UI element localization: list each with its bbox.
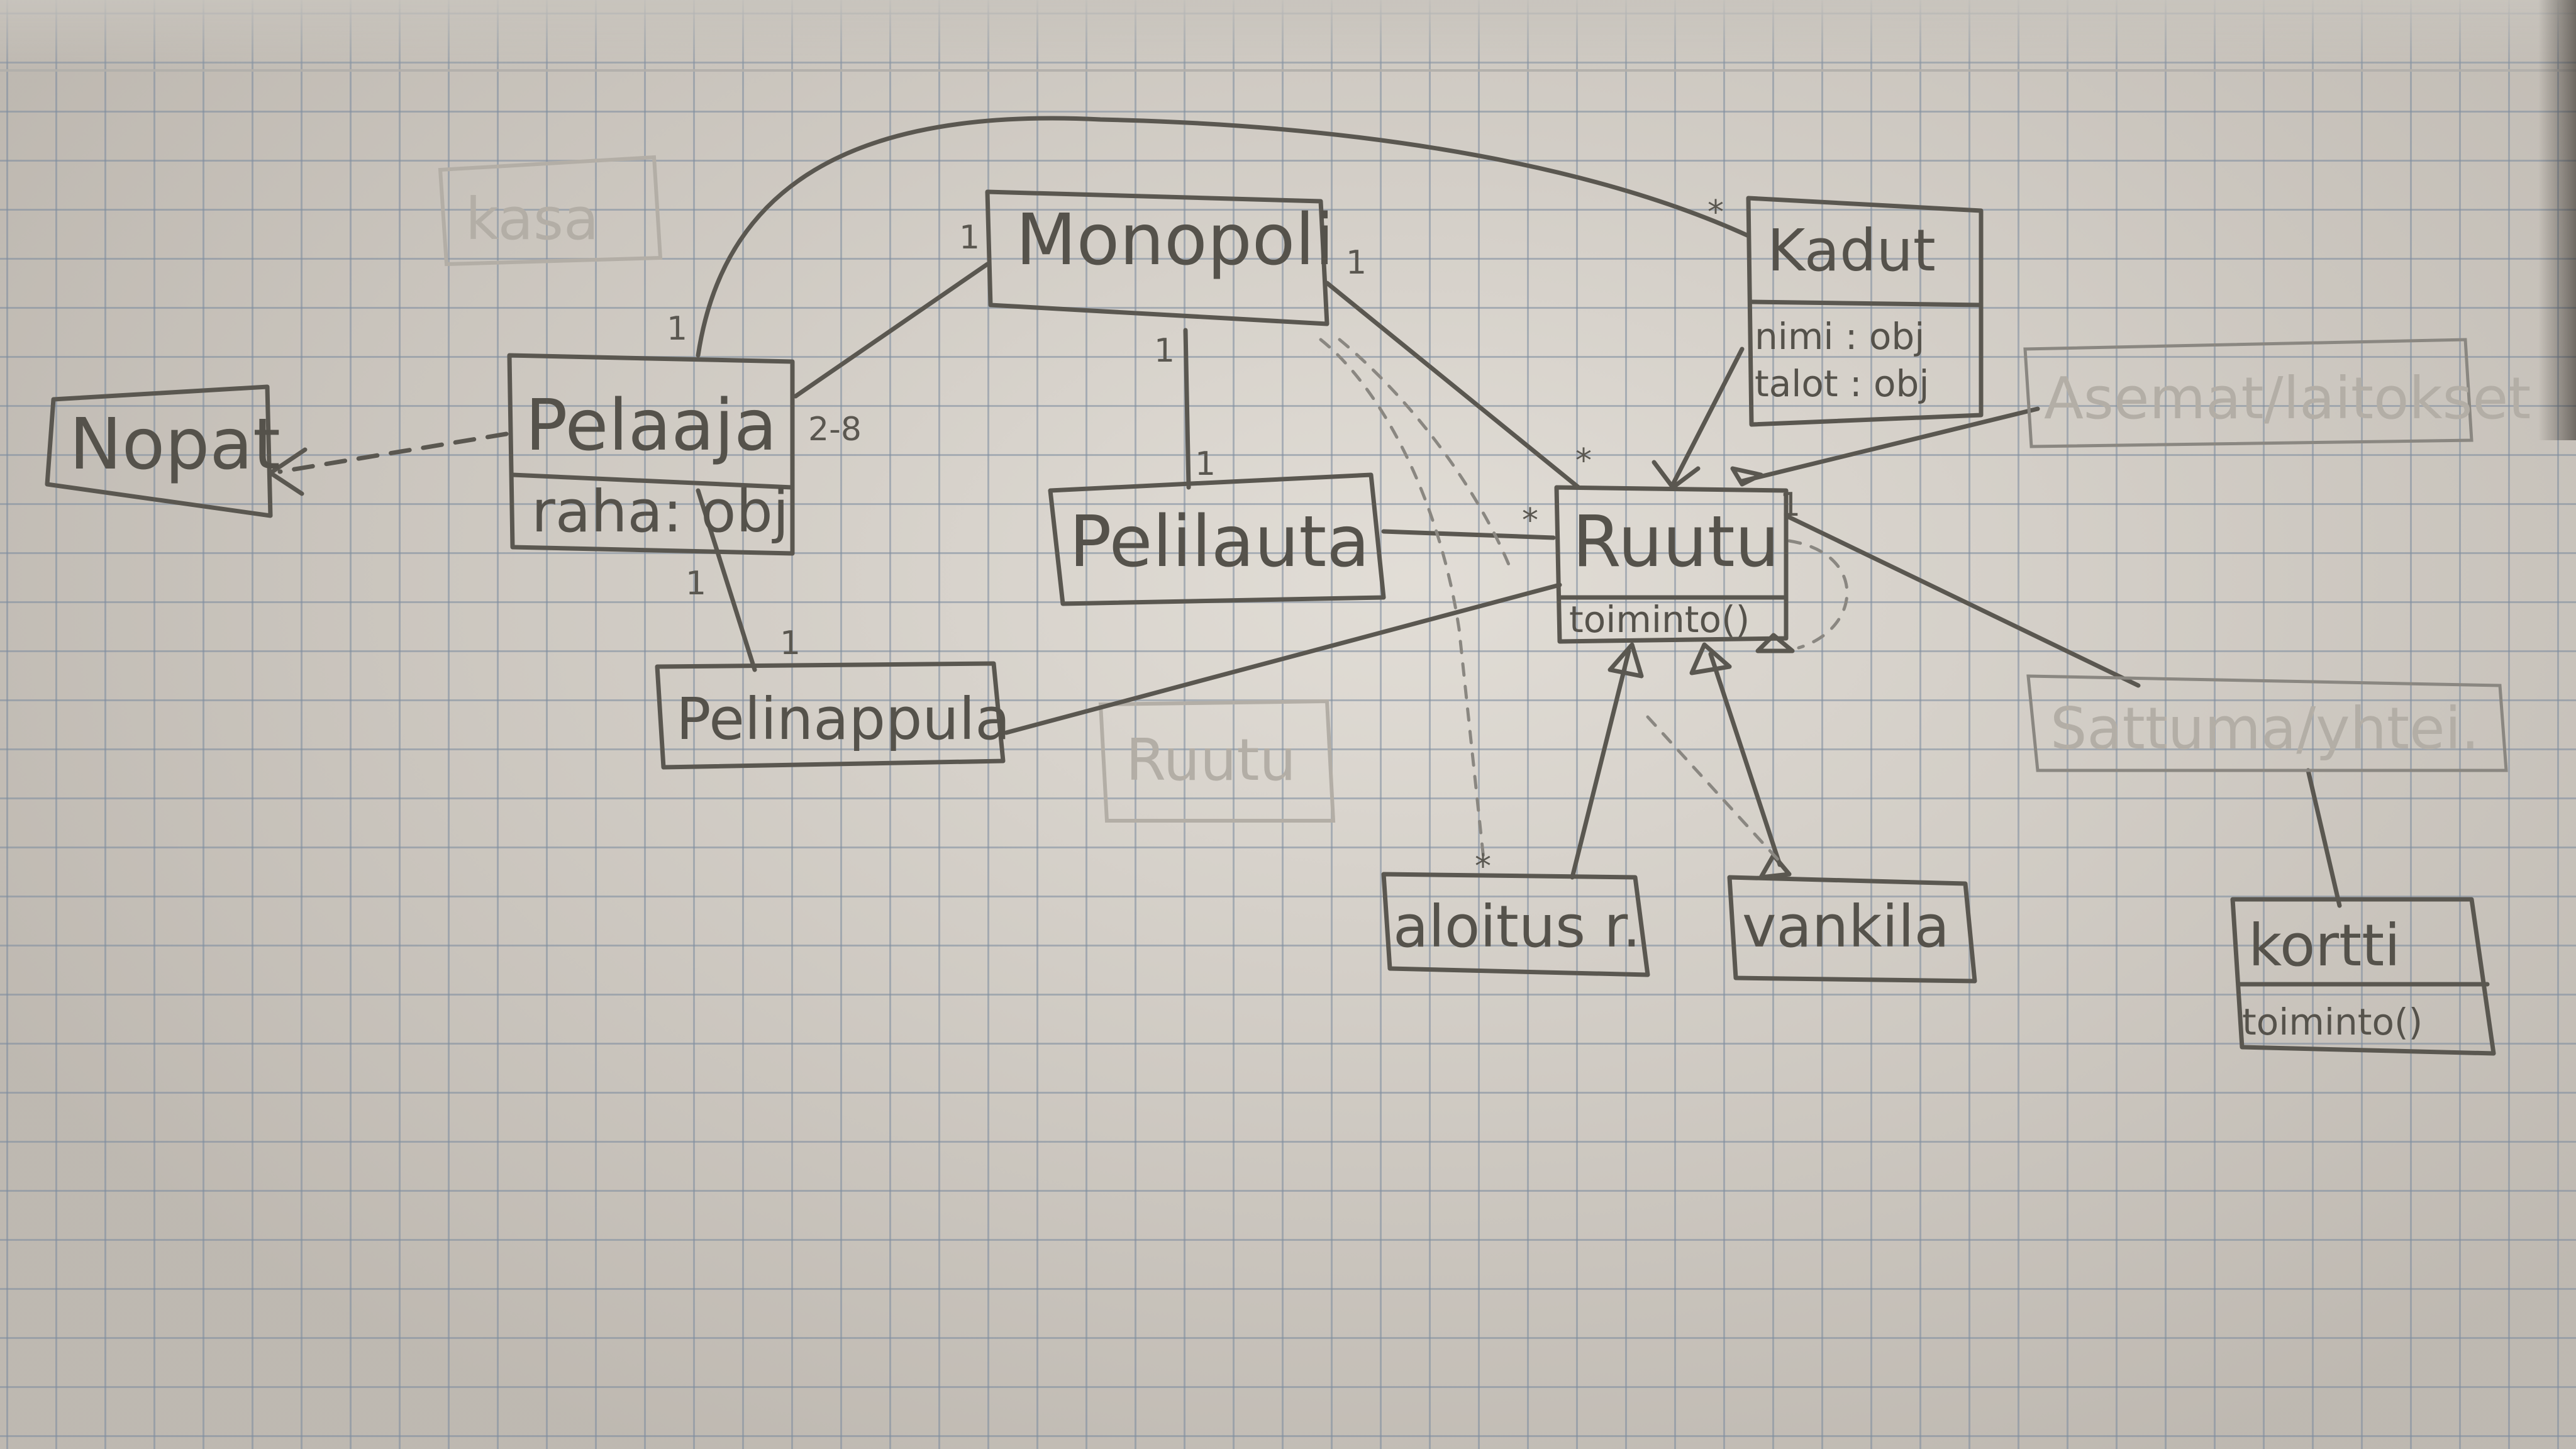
class-kadut-attr1: nimi : obj bbox=[1755, 315, 1924, 358]
mult-monopoli-left: 1 bbox=[959, 219, 980, 257]
self-loop-arrow bbox=[1755, 633, 1795, 653]
class-pelilauta: Pelilauta bbox=[1048, 472, 1386, 606]
erased-ruutu-label: Ruutu bbox=[1126, 726, 1296, 794]
paper-edge-shadow bbox=[2538, 0, 2576, 440]
mult-monopoli-right: 1 bbox=[1346, 244, 1367, 282]
line-aloitus-ruutu bbox=[1570, 648, 1631, 880]
line-asemat-ruutu bbox=[1740, 406, 2040, 484]
arc-pelaaja-kadut bbox=[696, 116, 1751, 358]
line-ruutu-sattuma bbox=[1784, 513, 2141, 688]
class-sattuma-name: Sattuma/yhtei. bbox=[2050, 695, 2479, 762]
line-kadut-ruutu bbox=[1670, 347, 1745, 487]
mult-pelaaja-right: 2-8 bbox=[808, 411, 862, 448]
class-monopoli: Monopoli bbox=[985, 189, 1335, 326]
dep-monopoli-ruutu bbox=[1338, 338, 1511, 568]
line-vankila-ruutu bbox=[1708, 652, 1782, 867]
multiplicity-labels: 1 1 1 1 2-8 1 1 1 * * 1 * * bbox=[667, 194, 1801, 886]
class-kortti-method: toiminto() bbox=[2242, 1001, 2423, 1043]
class-aloitus-name: aloitus r. bbox=[1393, 893, 1641, 960]
class-kortti-name: kortti bbox=[2248, 912, 2401, 979]
class-ruutu-method: toiminto() bbox=[1569, 598, 1750, 641]
class-pelilauta-name: Pelilauta bbox=[1069, 501, 1370, 583]
class-asemat-name: Asemat/laitokset bbox=[2044, 365, 2531, 432]
class-kadut-attr2: talot : obj bbox=[1755, 362, 1929, 405]
arrowhead-asemat bbox=[1730, 466, 1763, 487]
line-pelaaja-pelinappula bbox=[696, 488, 757, 672]
mult-pelaaja-bottom: 1 bbox=[686, 565, 706, 602]
associations bbox=[696, 116, 2342, 908]
class-kadut-name: Kadut bbox=[1767, 217, 1936, 284]
class-pelaaja: Pelaaja raha: obj bbox=[507, 353, 795, 556]
arrowhead-vankila bbox=[1689, 642, 1732, 675]
line-sattuma-kortti bbox=[2306, 768, 2342, 908]
dep-monopoli-aloitus bbox=[1319, 338, 1486, 867]
self-loop-ruutu bbox=[1787, 539, 1849, 650]
class-ruutu: Ruutu toiminto() bbox=[1554, 485, 1789, 644]
class-aloitus: aloitus r. bbox=[1381, 872, 1650, 977]
class-pelaaja-name: Pelaaja bbox=[525, 385, 777, 467]
class-sattuma: Sattuma/yhtei. bbox=[2026, 674, 2508, 772]
mult-monopoli-bottom: 1 bbox=[1154, 332, 1175, 370]
class-asemat: Asemat/laitokset bbox=[2023, 338, 2531, 448]
erased-ruutu-box: Ruutu bbox=[1098, 699, 1336, 823]
erased-kasa-box: kasa bbox=[438, 155, 663, 267]
mult-pelilauta-top: 1 bbox=[1195, 445, 1216, 483]
line-monopoli-pelaaja bbox=[793, 262, 990, 399]
mult-ruutu-left: * bbox=[1522, 502, 1538, 540]
mult-pelaaja-top: 1 bbox=[667, 310, 687, 348]
class-vankila-name: vankila bbox=[1742, 893, 1950, 960]
line-pelilauta-ruutu bbox=[1381, 529, 1556, 540]
mult-ruutu-top: * bbox=[1575, 442, 1592, 480]
line-monopoli-ruutu bbox=[1324, 280, 1581, 490]
dep-pelaaja-nopat bbox=[277, 431, 509, 474]
mult-kadut-top: * bbox=[1707, 194, 1724, 231]
class-pelinappula: Pelinappula bbox=[655, 661, 1011, 770]
mult-aloitus-top: * bbox=[1475, 848, 1491, 886]
class-ruutu-name: Ruutu bbox=[1572, 501, 1780, 583]
class-kadut: Kadut nimi : obj talot : obj bbox=[1746, 196, 1984, 427]
mult-ruutu-right: 1 bbox=[1780, 486, 1801, 524]
class-vankila: vankila bbox=[1727, 875, 1977, 984]
line-pelinappula-ruutu bbox=[1004, 582, 1562, 735]
class-kortti: kortti toiminto() bbox=[2230, 897, 2496, 1056]
class-pelaaja-attr: raha: obj bbox=[531, 478, 789, 545]
erased-kasa-label: kasa bbox=[465, 186, 599, 253]
line-monopoli-pelilauta bbox=[1183, 328, 1191, 490]
arrowhead-aloitus bbox=[1607, 642, 1644, 679]
class-monopoli-name: Monopoli bbox=[1016, 199, 1335, 281]
arrowhead-vankila-bottom bbox=[1758, 853, 1792, 880]
dep-ruutu-vankila bbox=[1646, 715, 1782, 863]
mult-pelinappula-top: 1 bbox=[780, 625, 801, 662]
class-nopat: Nopat bbox=[45, 384, 280, 518]
class-pelinappula-name: Pelinappula bbox=[676, 686, 1011, 753]
class-nopat-name: Nopat bbox=[69, 404, 280, 486]
paper-fold bbox=[0, 0, 2576, 72]
